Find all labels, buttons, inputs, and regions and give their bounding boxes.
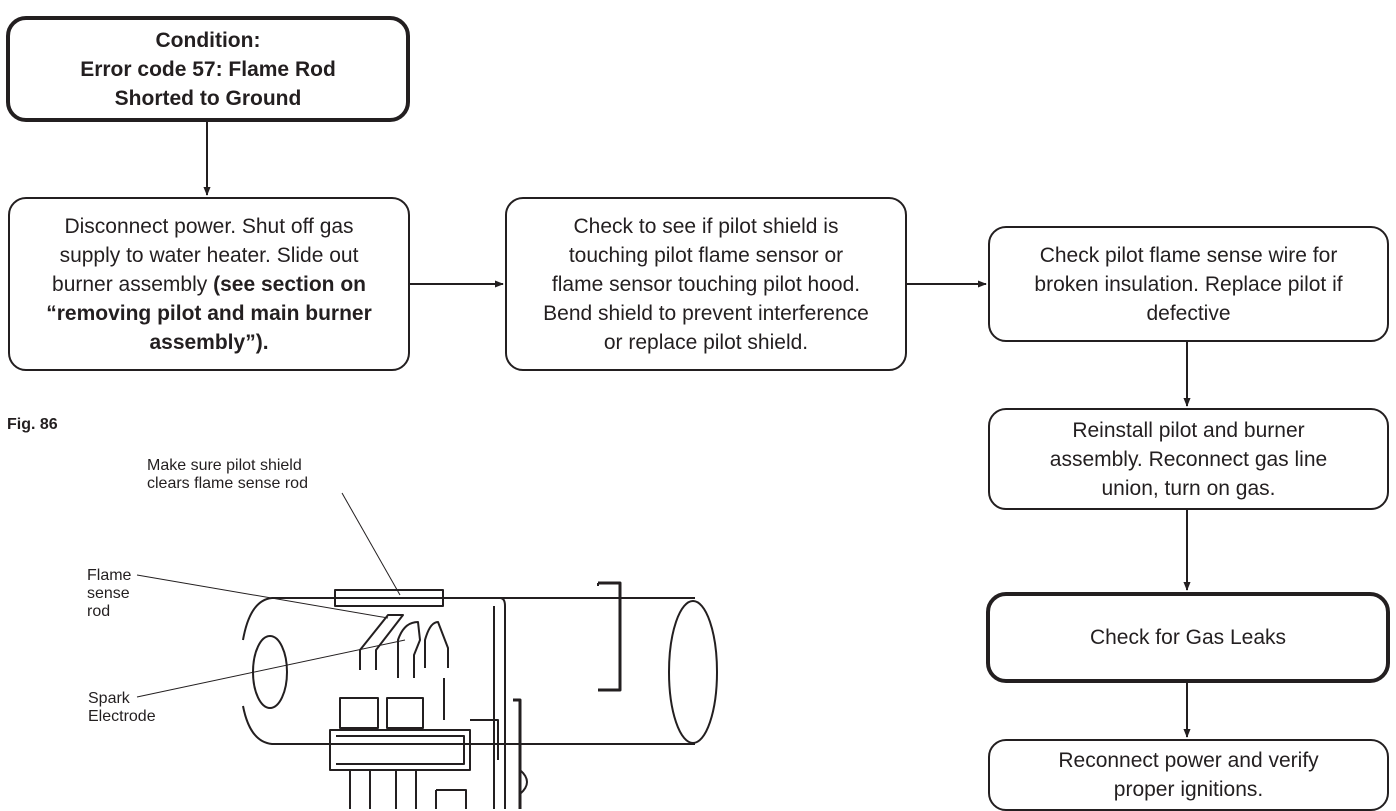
mounting-bracket bbox=[329, 729, 471, 771]
check-shield-text-line: Check to see if pilot shield is bbox=[573, 214, 839, 238]
disconnect-power-box: Disconnect power. Shut off gas supply to… bbox=[8, 197, 410, 371]
check-wire-text-line: broken insulation. Replace pilot if bbox=[1034, 272, 1343, 296]
reconnect-text-line: Reconnect power and verify bbox=[1058, 749, 1319, 772]
disconnect-text-line: supply to water heater. Slide out bbox=[59, 243, 359, 267]
burner-tube-end bbox=[252, 635, 288, 709]
burner-tube bbox=[242, 705, 695, 745]
callout-line: Flame bbox=[87, 567, 132, 584]
callout-line: sense bbox=[87, 585, 130, 602]
reconnect-text-line: proper ignitions. bbox=[1113, 778, 1264, 801]
condition-error-line: Shorted to Ground bbox=[114, 86, 302, 110]
reinstall-text-line: union, turn on gas. bbox=[1101, 476, 1276, 500]
section-reference-text: assembly”). bbox=[149, 330, 269, 354]
reinstall-text-line: Reinstall pilot and burner bbox=[1072, 418, 1305, 442]
reinstall-pilot-box: Reinstall pilot and burner assembly. Rec… bbox=[988, 408, 1389, 510]
pilot-hood-bracket bbox=[598, 581, 622, 692]
leader-line-flame-rod bbox=[136, 574, 389, 619]
callout-line: Make sure pilot shield bbox=[147, 457, 302, 474]
leader-line-spark bbox=[136, 639, 406, 698]
flame-sense-rod bbox=[359, 614, 404, 670]
callout-pilot-shield: Make sure pilot shield clears flame sens… bbox=[147, 457, 308, 493]
section-reference-text: “removing pilot and main burner bbox=[46, 301, 372, 325]
callout-spark-electrode: Spark Electrode bbox=[88, 690, 156, 726]
check-gas-leaks-box: Check for Gas Leaks bbox=[986, 592, 1390, 683]
condition-title: Condition: bbox=[155, 28, 261, 52]
check-shield-text-line: flame sensor touching pilot hood. bbox=[551, 272, 861, 296]
bracket-leg bbox=[435, 789, 467, 809]
gas-leaks-text: Check for Gas Leaks bbox=[1089, 626, 1287, 649]
spark-electrode bbox=[397, 621, 421, 678]
electrode-housing bbox=[339, 697, 379, 729]
spark-electrode bbox=[424, 621, 449, 668]
burner-tube-end bbox=[668, 600, 718, 744]
leader-line-shield bbox=[341, 492, 401, 596]
section-reference-text: (see section on bbox=[213, 272, 366, 296]
callout-line: rod bbox=[87, 603, 111, 620]
figure-label: Fig. 86 bbox=[7, 416, 58, 433]
check-wire-text-line: defective bbox=[1146, 301, 1231, 325]
bracket-leg bbox=[519, 769, 528, 795]
bracket-leg bbox=[349, 770, 417, 809]
disconnect-text-line: Disconnect power. Shut off gas bbox=[64, 214, 354, 238]
callout-line: clears flame sense rod bbox=[147, 475, 308, 492]
reinstall-text-line: assembly. Reconnect gas line bbox=[1049, 447, 1328, 471]
check-shield-text-line: or replace pilot shield. bbox=[603, 330, 809, 354]
mounting-bracket bbox=[513, 698, 522, 809]
pilot-tube bbox=[443, 597, 506, 809]
callout-flame-sense-rod: Flame sense rod bbox=[87, 567, 131, 621]
callout-line: Spark bbox=[88, 690, 130, 707]
condition-box: Condition: Error code 57: Flame Rod Shor… bbox=[6, 16, 410, 122]
mounting-bracket bbox=[470, 719, 499, 760]
check-wire-text-line: Check pilot flame sense wire for bbox=[1039, 243, 1338, 267]
mounting-bracket bbox=[336, 735, 465, 765]
disconnect-text-line: burner assembly (see section on bbox=[46, 270, 372, 299]
electrode-housing bbox=[386, 697, 424, 729]
condition-error-line: Error code 57: Flame Rod bbox=[80, 57, 336, 81]
check-sense-wire-box: Check pilot flame sense wire for broken … bbox=[988, 226, 1389, 342]
disconnect-text-normal: burner assembly bbox=[52, 272, 214, 296]
check-shield-text-line: Bend shield to prevent interference bbox=[543, 301, 869, 325]
check-pilot-shield-box: Check to see if pilot shield is touching… bbox=[505, 197, 907, 371]
check-shield-text-line: touching pilot flame sensor or bbox=[568, 243, 844, 267]
callout-line: Electrode bbox=[88, 708, 156, 725]
